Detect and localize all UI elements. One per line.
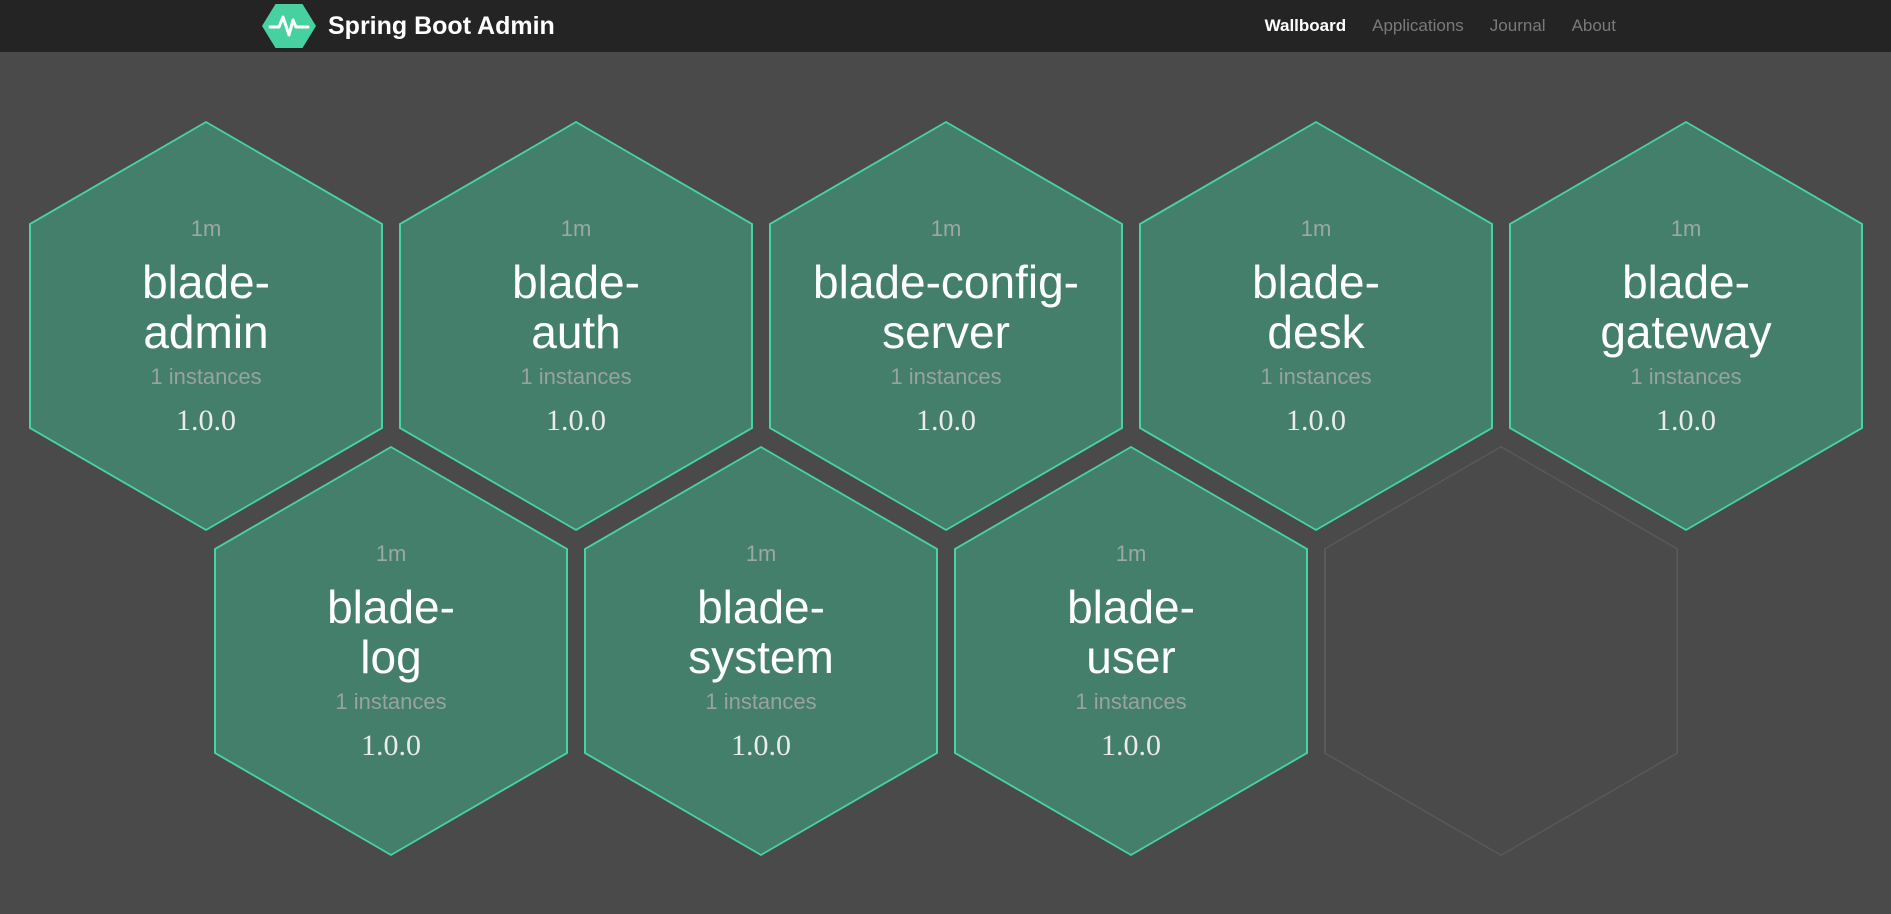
hexagon-fill [1141,123,1491,529]
empty-hexagon [1324,446,1678,856]
hexagon-fill [586,448,936,854]
app-hexagon-blade-config-server[interactable]: 1m blade-config-server 1 instances 1.0.0 [769,121,1123,531]
app-hexagon-blade-auth[interactable]: 1m blade-auth 1 instances 1.0.0 [399,121,753,531]
nav-item-applications[interactable]: Applications [1372,16,1464,35]
app-name-line: blade- [327,581,455,633]
app-uptime: 1m [190,216,222,241]
app-name: blade-admin [29,257,383,357]
brand-title: Spring Boot Admin [328,11,555,40]
app-name-line: server [882,306,1010,358]
app-name-line: log [360,631,422,683]
app-instances: 1 instances [705,689,817,714]
app-version: 1.0.0 [1101,729,1161,762]
app-hexagon-blade-admin[interactable]: 1m blade-admin 1 instances 1.0.0 [29,121,383,531]
app-version: 1.0.0 [1286,404,1346,437]
app-name: blade-user [954,582,1308,682]
app-name-line: gateway [1600,306,1772,358]
app-name-line: admin [143,306,269,358]
app-name: blade-auth [399,257,753,357]
pulse-hexagon-icon [262,4,316,48]
app-name-line: auth [531,306,621,358]
app-instances: 1 instances [1075,689,1187,714]
wallboard: 1m blade-admin 1 instances 1.0.0 1m blade-aut… [0,52,1891,914]
app-uptime: 1m [560,216,592,241]
app-hexagon-blade-system[interactable]: 1m blade-system 1 instances 1.0.0 [584,446,938,856]
app-hexagon-content: 1m blade-gateway 1 instances 1.0.0 [1509,121,1863,531]
app-name: blade-config-server [769,257,1123,357]
app-hexagon-blade-gateway[interactable]: 1m blade-gateway 1 instances 1.0.0 [1509,121,1863,531]
app-version: 1.0.0 [1656,404,1716,437]
app-hexagon-blade-log[interactable]: 1m blade-log 1 instances 1.0.0 [214,446,568,856]
hexagon-fill [1325,447,1677,855]
app-uptime: 1m [1115,541,1147,566]
app-name-line: blade- [1252,256,1380,308]
hexagon-fill [1511,123,1861,529]
app-hexagon-content: 1m blade-auth 1 instances 1.0.0 [399,121,753,531]
app-uptime: 1m [930,216,962,241]
hexagon-fill [216,448,566,854]
app-name-line: blade- [1622,256,1750,308]
app-hexagon-content: 1m blade-user 1 instances 1.0.0 [954,446,1308,856]
app-name-line: blade- [142,256,270,308]
app-version: 1.0.0 [731,729,791,762]
app-name: blade-log [214,582,568,682]
app-name-line: blade- [512,256,640,308]
app-instances: 1 instances [890,364,1002,389]
app-name-line: blade-config- [813,256,1079,308]
nav-item-wallboard[interactable]: Wallboard [1264,16,1347,35]
nav-item-about[interactable]: About [1571,16,1616,35]
app-version: 1.0.0 [176,404,236,437]
hexagon-fill [956,448,1306,854]
nav-links: Wallboard Applications Journal About [1252,0,1629,52]
navbar: Spring Boot Admin Wallboard Applications J… [0,0,1891,52]
app-instances: 1 instances [335,689,447,714]
app-name: blade-system [584,582,938,682]
app-uptime: 1m [1300,216,1332,241]
app-version: 1.0.0 [916,404,976,437]
app-uptime: 1m [745,541,777,566]
navbar-container: Spring Boot Admin Wallboard Applications J… [262,0,1629,52]
app-instances: 1 instances [150,364,262,389]
app-hexagon-blade-desk[interactable]: 1m blade-desk 1 instances 1.0.0 [1139,121,1493,531]
app-name-line: blade- [1067,581,1195,633]
app-hexagon-content: 1m blade-system 1 instances 1.0.0 [584,446,938,856]
app-instances: 1 instances [1630,364,1742,389]
app-uptime: 1m [1670,216,1702,241]
app-name-line: desk [1267,306,1365,358]
app-hexagon-content: 1m blade-desk 1 instances 1.0.0 [1139,121,1493,531]
app-name: blade-desk [1139,257,1493,357]
app-name-line: system [688,631,834,683]
app-hexagon-blade-user[interactable]: 1m blade-user 1 instances 1.0.0 [954,446,1308,856]
app-version: 1.0.0 [546,404,606,437]
nav-item-journal[interactable]: Journal [1489,16,1546,35]
app-name-line: user [1086,631,1176,683]
app-hexagon-content: 1m blade-log 1 instances 1.0.0 [214,446,568,856]
app-name-line: blade- [697,581,825,633]
app-name: blade-gateway [1509,257,1863,357]
app-hexagon-content: 1m blade-admin 1 instances 1.0.0 [29,121,383,531]
brand-link[interactable]: Spring Boot Admin [262,4,555,48]
app-instances: 1 instances [520,364,632,389]
app-version: 1.0.0 [361,729,421,762]
app-instances: 1 instances [1260,364,1372,389]
app-hexagon-content: 1m blade-config-server 1 instances 1.0.0 [769,121,1123,531]
app-uptime: 1m [375,541,407,566]
